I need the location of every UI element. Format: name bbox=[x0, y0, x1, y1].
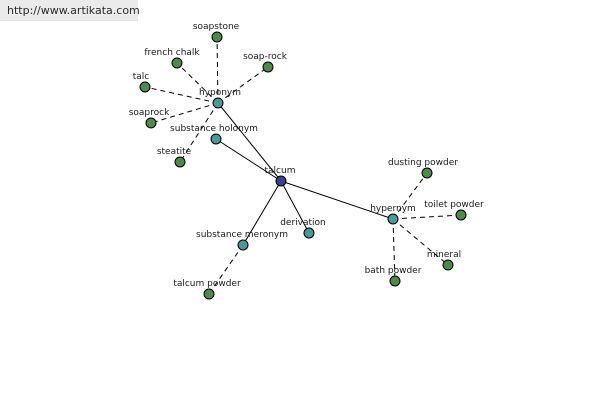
node-label-soapstone[interactable]: soapstone bbox=[193, 22, 240, 32]
node-circle-dusting-powder[interactable] bbox=[421, 167, 433, 179]
node-circle-soaprock[interactable] bbox=[145, 117, 157, 129]
node-substance-meronym[interactable]: substance meronym bbox=[196, 230, 288, 251]
node-derivation[interactable]: derivation bbox=[280, 218, 326, 239]
edge-talcum-to-hyponym bbox=[217, 102, 282, 182]
node-mineral[interactable]: mineral bbox=[427, 250, 461, 271]
node-talcum[interactable]: talcum bbox=[265, 166, 296, 187]
edge-substance-meronym-to-talcum-powder bbox=[208, 244, 244, 295]
edge-talcum-to-substance-meronym bbox=[242, 180, 282, 246]
edge-hypernym-to-bath-powder bbox=[392, 218, 396, 282]
node-label-talc[interactable]: talc bbox=[133, 72, 150, 82]
node-label-talcum-powder[interactable]: talcum powder bbox=[173, 279, 241, 289]
node-circle-talcum[interactable] bbox=[275, 175, 287, 187]
node-circle-mineral[interactable] bbox=[442, 259, 454, 271]
node-circle-talc[interactable] bbox=[139, 81, 151, 93]
edge-hypernym-to-mineral bbox=[392, 218, 449, 266]
node-label-soaprock[interactable]: soaprock bbox=[129, 108, 170, 118]
node-label-bath-powder[interactable]: bath powder bbox=[365, 266, 422, 276]
edge-hypernym-to-dusting-powder bbox=[392, 172, 428, 220]
node-hyponym[interactable]: hyponym bbox=[199, 88, 241, 109]
node-label-soap-rock[interactable]: soap-rock bbox=[243, 52, 288, 62]
edges-layer bbox=[144, 36, 462, 295]
node-circle-soapstone[interactable] bbox=[211, 31, 223, 43]
edge-hypernym-to-toilet-powder bbox=[392, 214, 462, 220]
node-circle-soap-rock[interactable] bbox=[262, 61, 274, 73]
node-label-french-chalk[interactable]: french chalk bbox=[144, 48, 200, 58]
edge-hyponym-to-french-chalk bbox=[176, 62, 219, 104]
edge-hyponym-to-talc bbox=[144, 86, 219, 104]
node-circle-derivation[interactable] bbox=[303, 227, 315, 239]
node-circle-substance-meronym[interactable] bbox=[237, 239, 249, 251]
edge-talcum-to-derivation bbox=[280, 180, 310, 234]
node-label-hypernym[interactable]: hypernym bbox=[370, 204, 416, 214]
node-label-talcum[interactable]: talcum bbox=[265, 166, 296, 176]
edge-hyponym-to-soapstone bbox=[216, 36, 219, 104]
node-bath-powder[interactable]: bath powder bbox=[365, 266, 422, 287]
node-circle-bath-powder[interactable] bbox=[389, 275, 401, 287]
node-circle-steatite[interactable] bbox=[174, 156, 186, 168]
nodes-layer: talcum hyponym substance holonym substance … bbox=[129, 22, 484, 300]
node-circle-hyponym[interactable] bbox=[212, 97, 224, 109]
node-label-dusting-powder[interactable]: dusting powder bbox=[388, 158, 458, 168]
node-label-steatite[interactable]: steatite bbox=[157, 147, 192, 157]
node-circle-talcum-powder[interactable] bbox=[203, 288, 215, 300]
node-toilet-powder[interactable]: toilet powder bbox=[424, 200, 484, 221]
node-label-hyponym[interactable]: hyponym bbox=[199, 88, 241, 98]
edge-hyponym-to-soaprock bbox=[150, 102, 219, 124]
node-steatite[interactable]: steatite bbox=[157, 147, 192, 168]
node-label-substance-holonym[interactable]: substance holonym bbox=[170, 124, 258, 134]
node-dusting-powder[interactable]: dusting powder bbox=[388, 158, 458, 179]
edge-talcum-to-hypernym bbox=[280, 180, 394, 220]
node-circle-french-chalk[interactable] bbox=[171, 57, 183, 69]
node-circle-substance-holonym[interactable] bbox=[210, 133, 222, 145]
node-hypernym[interactable]: hypernym bbox=[370, 204, 416, 225]
node-soaprock[interactable]: soaprock bbox=[129, 108, 170, 129]
node-circle-hypernym[interactable] bbox=[387, 213, 399, 225]
node-substance-holonym[interactable]: substance holonym bbox=[170, 124, 258, 145]
edge-hyponym-to-soap-rock bbox=[217, 66, 269, 104]
node-label-toilet-powder[interactable]: toilet powder bbox=[424, 200, 484, 210]
node-soap-rock[interactable]: soap-rock bbox=[243, 52, 288, 73]
node-label-substance-meronym[interactable]: substance meronym bbox=[196, 230, 288, 240]
node-soapstone[interactable]: soapstone bbox=[193, 22, 240, 43]
node-french-chalk[interactable]: french chalk bbox=[144, 48, 200, 69]
node-label-mineral[interactable]: mineral bbox=[427, 250, 461, 260]
node-circle-toilet-powder[interactable] bbox=[455, 209, 467, 221]
edge-talcum-to-substance-holonym bbox=[215, 138, 282, 182]
edge-hyponym-to-steatite bbox=[179, 102, 219, 163]
source-url[interactable]: http://www.artikata.com bbox=[0, 0, 140, 21]
node-talcum-powder[interactable]: talcum powder bbox=[173, 279, 241, 300]
node-label-derivation[interactable]: derivation bbox=[280, 218, 326, 228]
node-talc[interactable]: talc bbox=[133, 72, 151, 93]
